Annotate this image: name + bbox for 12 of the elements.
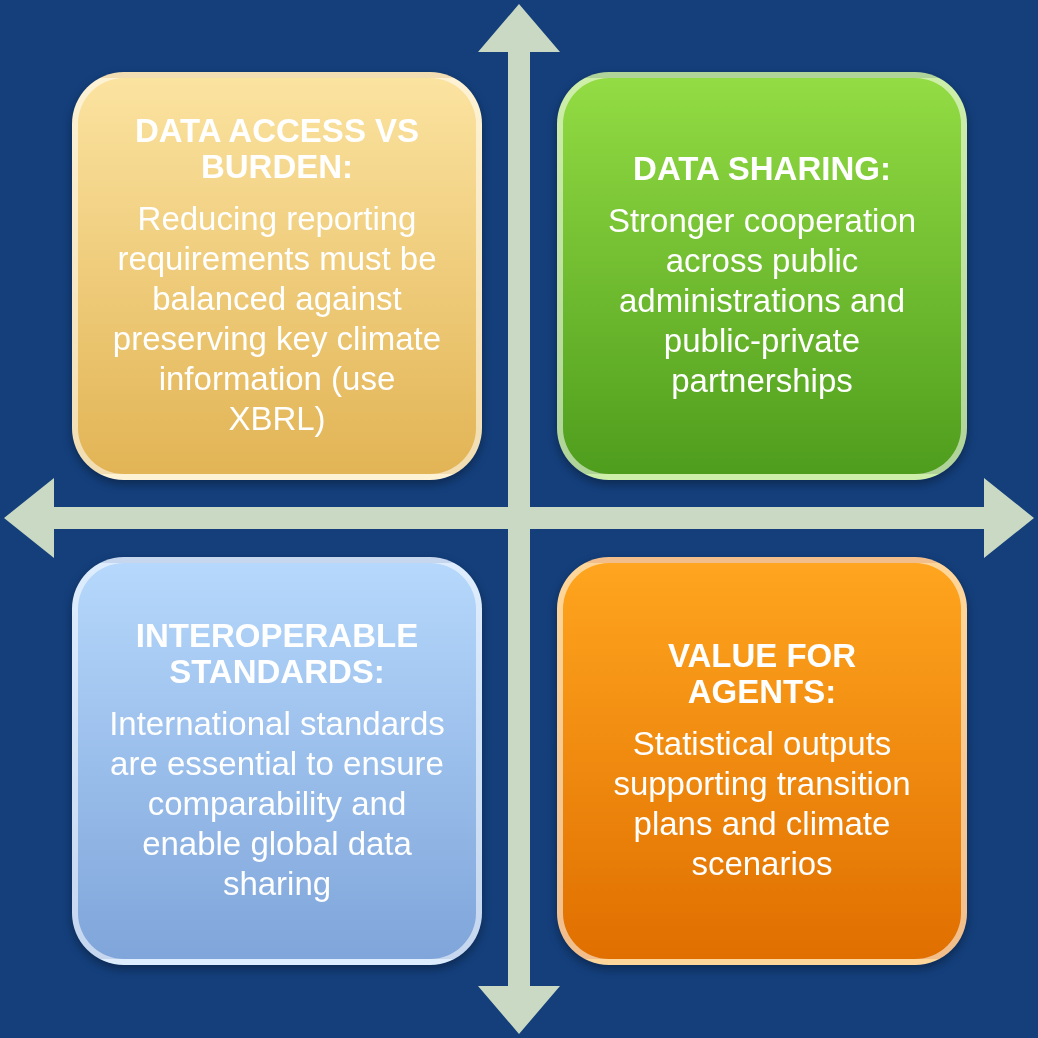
quadrant-card <box>72 72 482 480</box>
quadrant-card <box>557 557 967 965</box>
quadrant-card <box>72 557 482 965</box>
card-text: Stronger cooperation across public administrations and public-private partnerships <box>606 201 918 401</box>
card-heading: INTEROPERABLE STANDARDS: <box>134 618 420 690</box>
card-text: Statistical outputs supporting transition plans and climate scenarios <box>612 724 912 884</box>
card-text: Reducing reporting requirements must be balanced against preserving key climate information (use XBRL) <box>111 199 443 439</box>
card-heading: DATA SHARING: <box>633 151 891 187</box>
quadrant-card <box>557 72 967 480</box>
card-heading: DATA ACCESS VS BURDEN: <box>133 113 421 185</box>
card-text: International standards are essential to ensure comparability and enable global data sharing <box>108 704 446 904</box>
card-heading: VALUE FOR AGENTS: <box>666 638 858 710</box>
